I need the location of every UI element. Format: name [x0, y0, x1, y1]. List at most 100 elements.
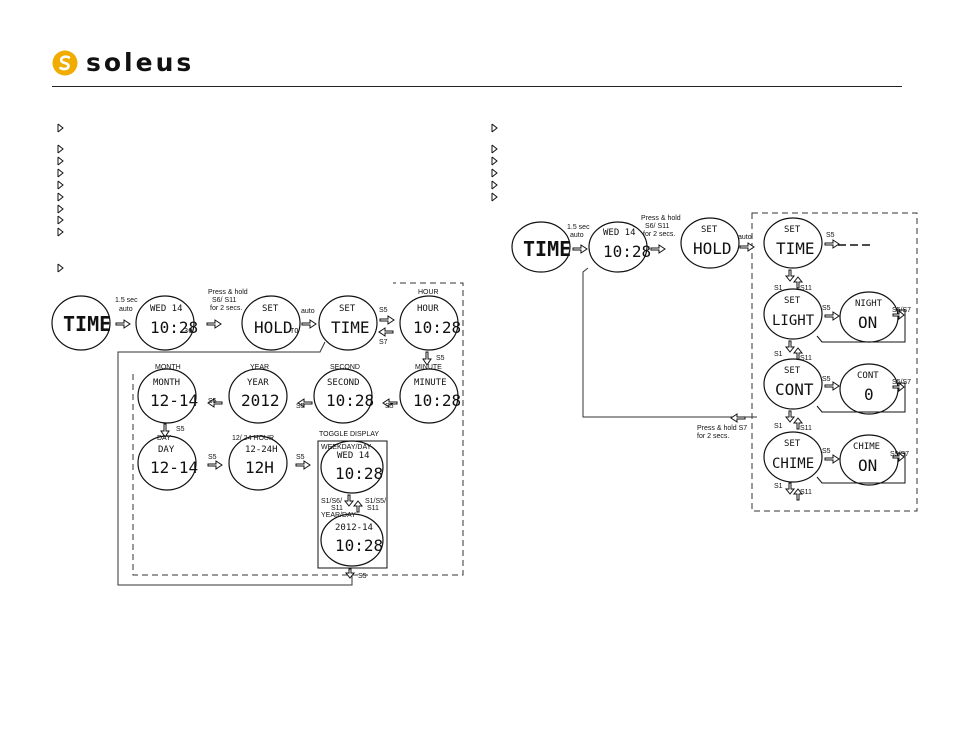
right-bullet-arrows: [491, 123, 498, 202]
label-press: Press & hold: [641, 215, 681, 222]
label-press-back: for 2 secs.: [697, 433, 729, 440]
label-auto: auto: [119, 306, 133, 313]
lcd-set-time: [318, 295, 378, 351]
lcd-text: SET: [784, 296, 801, 306]
label-s5: S5: [822, 448, 831, 455]
label-s5s7: S5/S7: [892, 379, 911, 386]
lcd-text: HOLD: [693, 239, 732, 258]
label-s5: S5: [358, 573, 367, 580]
lcd-text: CONT: [857, 371, 879, 381]
header-rule: [52, 86, 902, 87]
label-s5: S5: [176, 426, 185, 433]
label-s7: S7: [379, 339, 388, 346]
lcd-text: CHIME: [772, 456, 814, 472]
label-press: for 2 secs.: [210, 305, 242, 312]
lcd-day: [137, 435, 197, 491]
lcd-text: 2012: [241, 391, 280, 410]
lcd-text: TIME: [331, 318, 370, 337]
label-day: DAY: [157, 435, 171, 442]
label-s1: S1: [774, 483, 783, 490]
lcd-text: 10:28: [326, 391, 374, 410]
label-press-back: Press & hold S7: [697, 425, 747, 432]
lcd-set-light: [763, 288, 823, 340]
lcd-text: SET: [262, 304, 279, 314]
label-auto: 1.5 sec: [115, 297, 138, 304]
lcd-text: TIME: [523, 237, 571, 261]
label-weekday: WEEKDAY/DAY: [321, 444, 372, 451]
lcd-second: [313, 368, 373, 424]
lcd-text: SET: [701, 225, 718, 235]
lcd-text: WED 14: [337, 451, 370, 461]
lcd-text: CONT: [775, 380, 814, 399]
lcd-wed: [135, 295, 195, 351]
lcd-text: 10:28: [335, 464, 383, 483]
label-hour: HOUR: [418, 289, 439, 296]
label-s1: S1: [774, 351, 783, 358]
label-s5: S5: [436, 355, 445, 362]
label-auto: auto: [738, 234, 752, 241]
label-press: S6/ S11: [212, 297, 236, 304]
label-s1s6: S11: [331, 505, 343, 512]
lcd-text: 12-24H: [245, 445, 278, 455]
label-s11: S11: [800, 355, 812, 362]
label-s1s6: S1/S6/: [321, 498, 342, 505]
label-year: YEAR: [250, 364, 269, 371]
label-s5s7: S5/S7: [892, 307, 911, 314]
label-s11: S11: [800, 285, 812, 292]
lcd-text: 10:28: [413, 391, 461, 410]
lcd-text: TIME: [776, 239, 815, 258]
lcd-text: SET: [784, 225, 801, 235]
lcd-set-hold: [241, 295, 301, 351]
lcd-text: 10:28: [603, 242, 651, 261]
label-s5: S5: [208, 398, 217, 405]
lcd-text: TIME: [63, 312, 111, 336]
label-s5: S5: [296, 403, 305, 410]
brand-logo: soleus: [52, 48, 194, 77]
lcd-text: HOLD: [254, 318, 293, 337]
label-s5: S5: [826, 232, 835, 239]
lcd-text: WED 14: [603, 228, 636, 238]
lcd-chime: [839, 434, 899, 486]
lcd-hour: [399, 295, 459, 351]
lcd-text: MONTH: [153, 378, 180, 388]
label-auto: auto: [570, 232, 584, 239]
label-s5: S5: [208, 454, 217, 461]
lcd-1224: [228, 435, 288, 491]
lcd-text: NIGHT: [855, 299, 883, 309]
label-press: for 2 secs.: [643, 231, 675, 238]
label-minute: MINUTE: [415, 364, 442, 371]
label-second: SECOND: [330, 364, 360, 371]
label-s5: S5: [822, 376, 831, 383]
lcd-text: SET: [784, 439, 801, 449]
label-1224: 12/ 24 HOUR: [232, 435, 274, 442]
label-press: S6/ S11: [645, 223, 669, 230]
lcd-text: SET: [339, 304, 356, 314]
lcd-month: [137, 368, 197, 424]
label-s11: S11: [800, 489, 812, 496]
lcd-text: YEAR: [247, 378, 269, 388]
lcd-set-hold-r: [680, 217, 740, 269]
soleus-logo-icon: [52, 50, 78, 75]
lcd-text: CHIME: [853, 442, 880, 452]
lcd-time-r: [511, 221, 571, 273]
label-month: MONTH: [155, 364, 181, 371]
lcd-text: 30: [184, 327, 192, 335]
lcd-text: 10:28: [413, 318, 461, 337]
label-s1: S1: [774, 423, 783, 430]
label-yearday: YEAR/DAY: [321, 512, 356, 519]
label-s5: S5: [385, 403, 394, 410]
lcd-text: TO: [290, 327, 298, 335]
label-auto: auto: [301, 308, 315, 315]
lcd-text: SET: [784, 366, 801, 376]
label-s1s5: S1/S5/: [365, 498, 386, 505]
lcd-set-cont: [763, 358, 823, 410]
lcd-cont: [839, 363, 899, 415]
label-press: Press & hold: [208, 289, 248, 296]
lcd-year: [228, 368, 288, 424]
left-bullet-arrows: [57, 123, 64, 273]
lcd-text: 12H: [245, 458, 274, 477]
lcd-set-chime: [763, 431, 823, 483]
lcd-text: MINUTE: [414, 378, 447, 388]
